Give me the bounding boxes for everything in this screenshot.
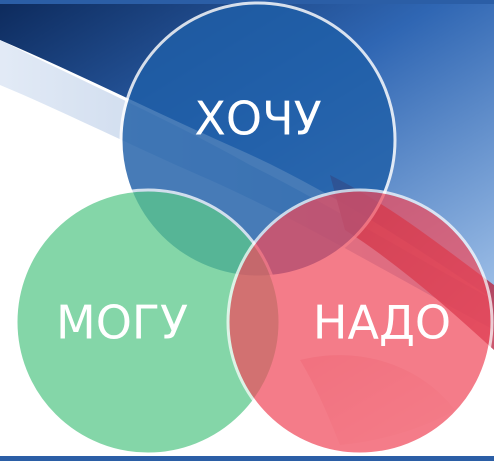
bottom-border: [0, 456, 494, 461]
venn-circles: [14, 1, 494, 456]
circle-need: [226, 188, 494, 456]
label-want: ХОЧУ: [194, 92, 321, 146]
label-need: НАДО: [313, 296, 451, 350]
venn-labels: ХОЧУ МОГУ НАДО: [56, 92, 451, 350]
label-can: МОГУ: [56, 296, 188, 350]
